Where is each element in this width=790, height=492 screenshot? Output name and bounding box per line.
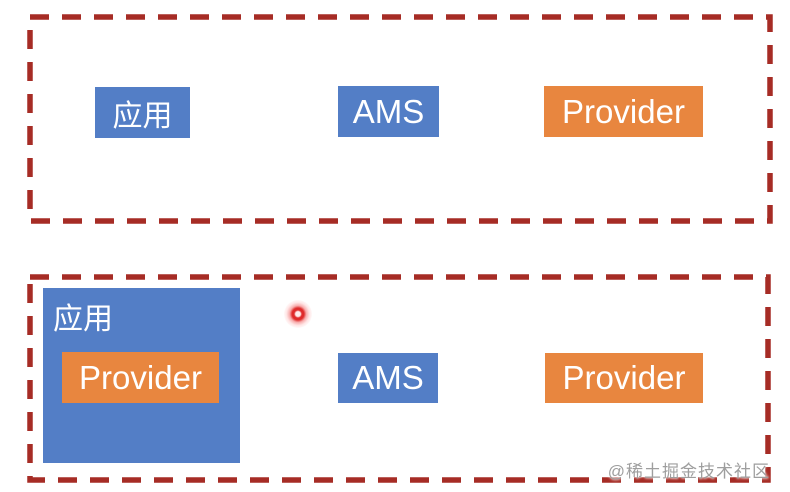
bottom-dashed-frame: [27, 274, 771, 483]
top-app-box: 应用: [95, 87, 190, 138]
top-provider-box: Provider: [544, 86, 703, 137]
top-ams-box: AMS: [338, 86, 439, 137]
bottom-app-container: 应用 Provider: [43, 288, 240, 463]
laser-pointer-dot: [284, 300, 312, 328]
bottom-ams-box: AMS: [338, 353, 438, 403]
top-dashed-frame: [27, 14, 773, 224]
bottom-provider-box: Provider: [545, 353, 703, 403]
bottom-app-label: 应用: [53, 303, 113, 336]
watermark: @稀土掘金技术社区: [607, 462, 770, 481]
bottom-inner-provider-box: Provider: [62, 352, 219, 403]
